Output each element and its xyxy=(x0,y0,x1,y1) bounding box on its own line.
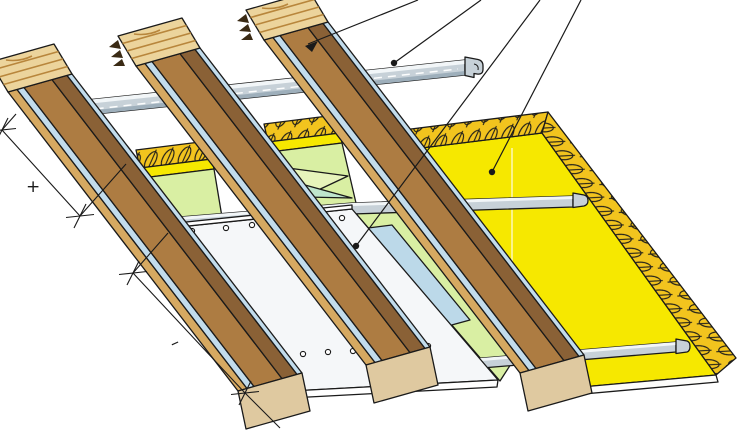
wooden-joist-2 xyxy=(108,17,439,404)
joist1-bottom-cut xyxy=(237,372,311,430)
wooden-joist-3 xyxy=(236,0,593,412)
callout-dot-insulation xyxy=(488,168,496,176)
callout-lines xyxy=(305,0,582,250)
hat-channel-middle-end-profile xyxy=(572,192,589,209)
hat-channel-end-profile xyxy=(464,56,484,79)
callout-arrow-resilient-channel xyxy=(305,41,318,52)
dimension-lines: + – xyxy=(0,113,281,429)
dimension-mark-dash: – xyxy=(167,332,183,354)
hat-channel-bottom-end-profile xyxy=(675,338,691,355)
insulation-slab xyxy=(404,111,737,398)
dimension-mark-plus: + xyxy=(26,177,40,197)
callout-dot-hat-channel xyxy=(390,59,398,67)
channel-dashed-line xyxy=(39,68,459,116)
wooden-joist-1 xyxy=(0,43,311,430)
callout-dot-gypsum-board xyxy=(352,242,360,250)
